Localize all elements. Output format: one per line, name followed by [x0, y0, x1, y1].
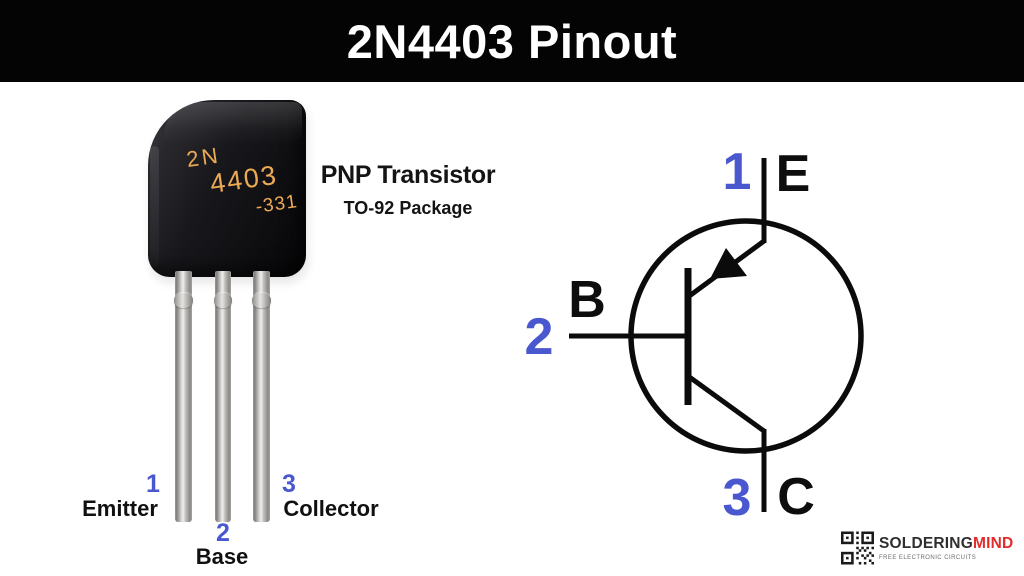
schematic-pin3-number: 3: [722, 469, 752, 527]
schematic-pin1-number: 1: [722, 143, 752, 201]
brand-name-accent: MIND: [972, 535, 1014, 552]
pin3-name: Collector: [283, 496, 379, 521]
schematic-collector-letter: C: [777, 468, 815, 526]
body-markings: 2N 4403 -331: [179, 135, 299, 227]
qr-code-icon: [841, 531, 874, 565]
brand-name-primary: SOLDERING: [879, 535, 973, 552]
schematic-emitter-letter: E: [775, 145, 811, 203]
pin2-name: Base: [195, 544, 249, 569]
package-caption: PNP Transistor TO-92 Package: [308, 161, 508, 219]
schematic-pin2-number: 2: [524, 308, 554, 366]
base-leg: [214, 271, 232, 522]
pin1-number: 1: [146, 470, 160, 498]
pin1-name: Emitter: [82, 496, 158, 521]
pin2-number: 2: [216, 519, 230, 547]
collector-leg: [252, 271, 271, 522]
pnp-symbol-diagram: [569, 158, 864, 512]
transistor-body: [148, 100, 306, 277]
schematic-base-letter: B: [568, 271, 606, 329]
transistor-type-label: PNP Transistor: [320, 161, 496, 189]
emitter-leg: [174, 271, 193, 522]
page-title: 2N4403 Pinout: [346, 14, 678, 68]
brand-logo: SOLDERINGMIND FREE ELECTRONIC CIRCUITS: [841, 529, 1013, 567]
collector-diagonal: [686, 373, 766, 434]
pnp-arrow-icon: [710, 248, 747, 279]
package-name-label: TO-92 Package: [343, 198, 473, 218]
brand-name: SOLDERINGMIND: [879, 536, 1013, 552]
header-bar: 2N4403 Pinout: [0, 0, 1024, 82]
brand-text: SOLDERINGMIND FREE ELECTRONIC CIRCUITS: [879, 529, 1013, 561]
brand-tagline: FREE ELECTRONIC CIRCUITS: [879, 554, 977, 561]
pin3-number: 3: [282, 470, 296, 498]
